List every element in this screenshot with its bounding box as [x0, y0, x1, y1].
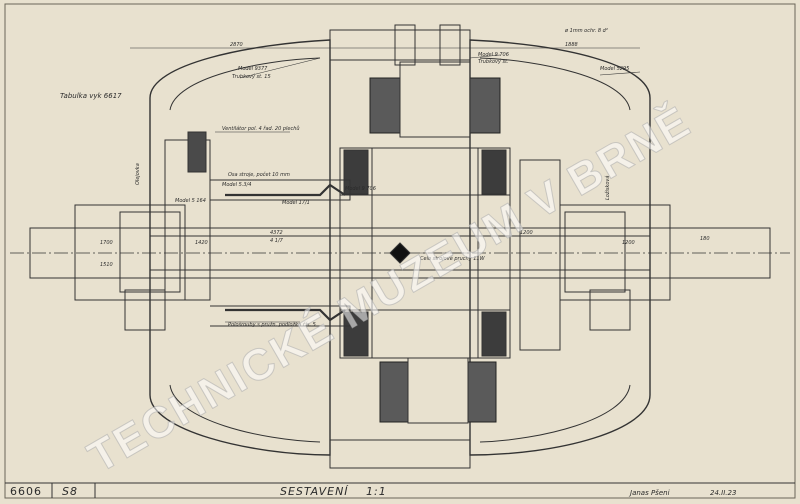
dim-left-1: 1700	[100, 240, 113, 246]
rotor-hatch-br	[481, 311, 507, 357]
model-12-label: Model 5.3/4	[222, 182, 252, 188]
drawing-date: 24.II.23	[710, 489, 737, 497]
bottom-winding-left	[379, 361, 409, 423]
rotor-hatch-tl	[343, 149, 369, 195]
dim-left-2: 1510	[100, 262, 113, 268]
left-housing-inner-low	[169, 384, 321, 443]
fan-note-label: Ventilátor pol. 4 řad. 20 plechů	[222, 126, 300, 132]
center-note-2-label: Celo strojové pruchy 11W	[420, 256, 485, 262]
upper-center-note-2: Trubkový st.	[478, 59, 509, 65]
rotor-hatch-bl	[343, 311, 369, 357]
dim-center-2: 4 1/7	[270, 238, 283, 244]
leader-2	[469, 54, 501, 59]
bottom-pole	[407, 357, 469, 424]
sheet-number: 6606	[10, 485, 42, 498]
dim-left-3: 1420	[195, 240, 208, 246]
shaft-inner	[149, 235, 651, 271]
model-13-label: Model 5 164	[175, 198, 206, 204]
right-bearing	[564, 211, 626, 293]
right-bearing-lower	[589, 289, 631, 331]
center-note-label: Osa stroje, počet 10 mm	[228, 172, 290, 178]
right-model-label: Model 5295	[600, 66, 630, 72]
model-15-label: Model 9 706	[345, 186, 376, 192]
bottom-cover	[329, 439, 471, 469]
leader-3	[599, 71, 641, 76]
drawing-title: SESTAVENÍ	[280, 485, 349, 498]
top-right-note: ø 1mm ochr. 8 d²	[565, 28, 608, 34]
upper-left-note-1: Model 9377	[238, 66, 268, 72]
dim-center-1: 4372	[270, 230, 283, 236]
upper-center-note-1: Model 9 706	[478, 52, 509, 58]
left-bearing-housing	[74, 204, 186, 301]
top-cover	[329, 29, 471, 61]
model-14-label: Model 17/1	[282, 200, 310, 206]
top-right-dimension-label: 1888	[565, 42, 578, 48]
left-bearing-lower	[124, 289, 166, 331]
top-dimension-label: 2870	[230, 42, 243, 48]
right-end-shield	[519, 159, 561, 351]
top-winding-left	[369, 77, 401, 134]
dim-right-1: 1200	[520, 230, 533, 236]
upper-left-note-2: Trubkový st. 15	[232, 74, 271, 80]
bottom-winding-right	[467, 361, 497, 423]
sheet-border	[4, 3, 796, 499]
dim-far-right: 180	[700, 236, 710, 242]
dim-right-2: 1200	[622, 240, 635, 246]
right-housing-inner	[479, 57, 631, 111]
drawing-scale: 1:1	[366, 485, 387, 498]
center-diamond	[389, 242, 411, 264]
fan-blade-upper	[225, 183, 346, 197]
table-ref-label: Tabulka vyk 6617	[60, 92, 122, 100]
right-housing-inner-low	[479, 384, 631, 443]
left-bearing	[119, 211, 181, 293]
rotor-hatch-tr	[481, 149, 507, 195]
fan-blade-lower	[225, 308, 346, 322]
top-pole	[399, 61, 471, 138]
fan-upper	[210, 179, 351, 201]
left-housing-inner	[169, 57, 321, 111]
top-bolt-left	[394, 24, 416, 66]
left-vertical-label: Olejovka	[135, 163, 141, 185]
top-bolt-right	[439, 24, 461, 66]
fan-lower	[210, 305, 351, 327]
left-brush-holder	[187, 131, 207, 173]
lower-note-label: Pološrouby s pružn. podložka čís. 5	[228, 322, 316, 328]
signature: Janas Pšeni	[630, 489, 670, 497]
series-code: S8	[62, 485, 78, 498]
right-bearing-housing	[559, 204, 671, 301]
leader-1	[239, 57, 321, 79]
top-winding-right	[469, 77, 501, 134]
